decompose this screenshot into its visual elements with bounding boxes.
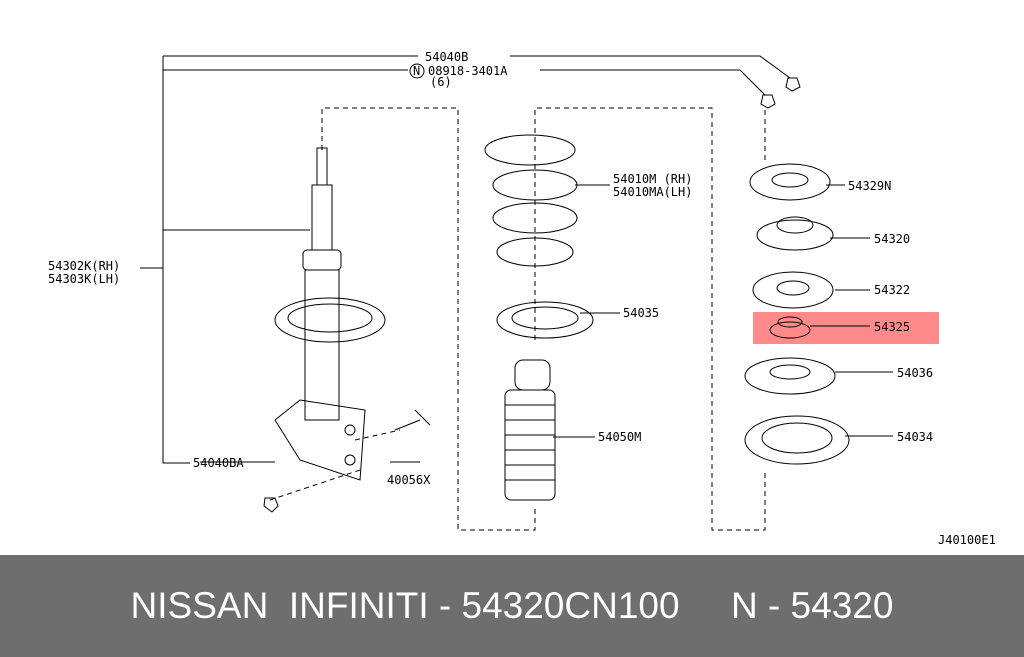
highlight-54325 xyxy=(753,312,939,344)
label-54036: 54036 xyxy=(897,366,933,380)
label-54010MA: 54010MA(LH) xyxy=(613,185,692,199)
parts-diagram: 54040B N 08918-3401A (6) 54302K(RH) 5430… xyxy=(48,50,996,547)
label-54034: 54034 xyxy=(897,430,933,444)
label-54303K: 54303K(LH) xyxy=(48,272,120,286)
label-40056X: 40056X xyxy=(387,473,431,487)
part-number-banner: NISSAN INFINITI - 54320CN100 N - 54320 xyxy=(0,555,1024,657)
strut-assembly-drawing xyxy=(263,147,431,513)
label-54329N: 54329N xyxy=(848,179,891,193)
label-54302K: 54302K(RH) xyxy=(48,259,120,273)
label-54325: 54325 xyxy=(874,320,910,334)
label-08918-3401A: 08918-3401A xyxy=(428,64,508,78)
diagram-id: J40100E1 xyxy=(938,533,996,547)
nut-n-mark xyxy=(409,63,425,79)
n-mark-text: N xyxy=(413,64,420,78)
mount-parts-drawing xyxy=(744,77,850,465)
label-54050M: 54050M xyxy=(598,430,641,444)
label-qty: (6) xyxy=(430,75,452,89)
label-54010M: 54010M (RH) xyxy=(613,172,692,186)
label-54322: 54322 xyxy=(874,283,910,297)
label-54035: 54035 xyxy=(623,306,659,320)
label-54320: 54320 xyxy=(874,232,910,246)
coil-spring-drawing xyxy=(484,134,594,501)
label-54040BA: 54040BA xyxy=(193,456,244,470)
label-54040B: 54040B xyxy=(425,50,468,64)
